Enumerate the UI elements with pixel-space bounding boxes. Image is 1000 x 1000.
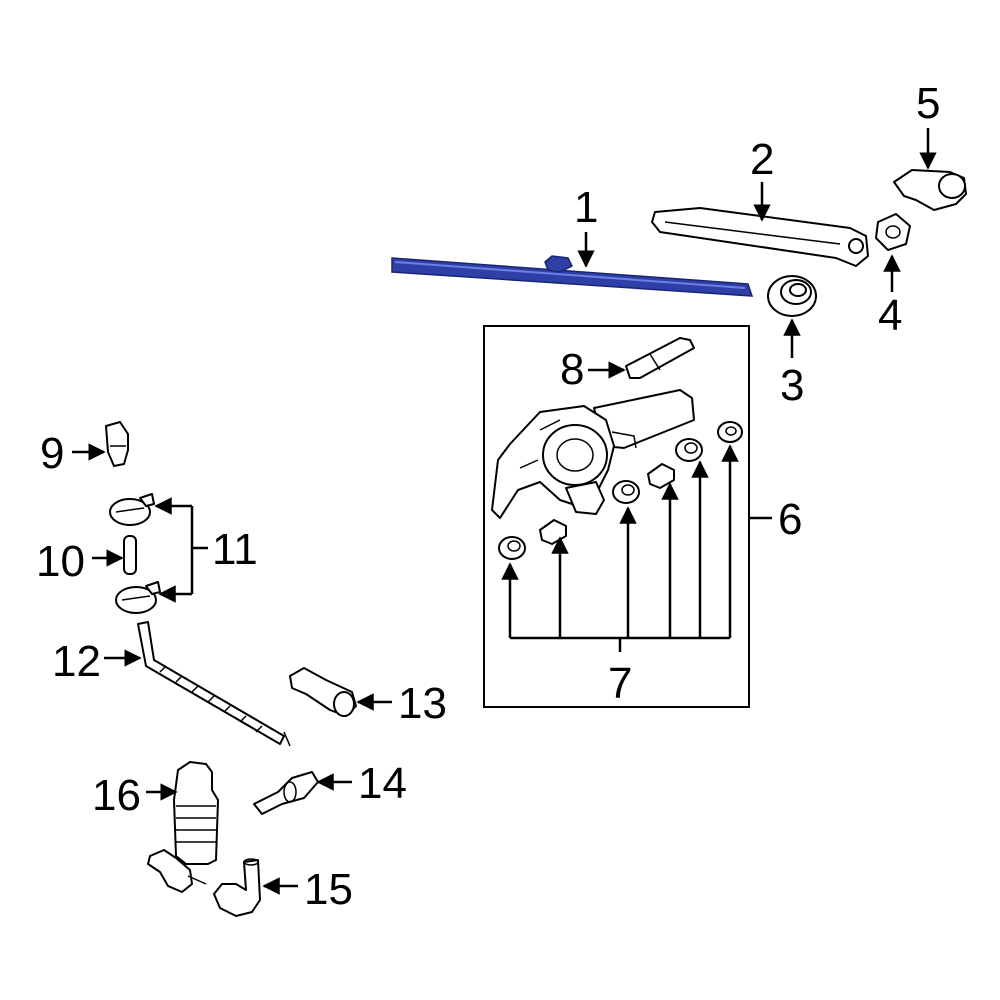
callout-14: 14: [358, 759, 407, 808]
bushing-2[interactable]: [612, 480, 640, 504]
hose-section[interactable]: [123, 535, 137, 575]
callout-3: 3: [780, 361, 804, 410]
callout-16: 16: [92, 771, 141, 820]
callout-6: 6: [778, 495, 802, 544]
hose-clamp-upper[interactable]: [109, 493, 155, 526]
callout-8: 8: [560, 345, 584, 394]
callout-7: 7: [608, 659, 632, 708]
leader-7-tree: [501, 444, 739, 652]
wiper-blade[interactable]: [391, 255, 754, 297]
callout-10: 10: [36, 537, 85, 586]
bushing-1[interactable]: [498, 536, 526, 560]
bolt-3[interactable]: [717, 421, 743, 443]
callout-15: 15: [304, 865, 353, 914]
assembly-box: [483, 325, 750, 708]
callout-13: 13: [398, 679, 447, 728]
hose-clamp-lower[interactable]: [115, 581, 161, 614]
washer-hose[interactable]: [137, 621, 291, 747]
leader-11-bracket: [154, 497, 208, 603]
bolt-2[interactable]: [647, 463, 675, 489]
hose-joint[interactable]: [253, 771, 319, 815]
callout-2: 2: [750, 135, 774, 184]
pivot-shaft[interactable]: [625, 337, 695, 379]
bushing-3[interactable]: [675, 438, 703, 462]
elbow-fitting[interactable]: [213, 858, 261, 917]
callout-11: 11: [212, 525, 258, 574]
nut[interactable]: [875, 213, 911, 251]
callout-5: 5: [916, 79, 940, 128]
wiper-arm[interactable]: [651, 207, 869, 267]
callout-12: 12: [52, 637, 101, 686]
check-valve[interactable]: [147, 761, 219, 893]
wiper-motor[interactable]: [491, 389, 695, 519]
pivot-cap[interactable]: [893, 169, 967, 211]
callout-9: 9: [40, 429, 64, 478]
callout-1: 1: [574, 183, 598, 232]
bolt-1[interactable]: [539, 519, 567, 545]
hose-connector[interactable]: [289, 667, 357, 717]
washer-nozzle[interactable]: [105, 421, 129, 467]
grommet[interactable]: [767, 275, 817, 317]
callout-4: 4: [878, 291, 902, 340]
